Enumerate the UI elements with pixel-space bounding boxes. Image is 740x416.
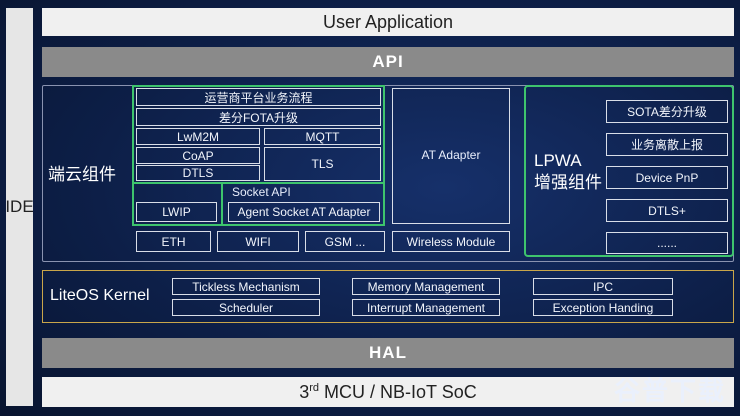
lpwa-label-line2: 增强组件: [534, 173, 602, 192]
socket-group: [221, 182, 385, 226]
lpwa-label: LPWA 增强组件: [534, 150, 602, 194]
gsm-cell: GSM ...: [305, 231, 385, 252]
hal-label: HAL: [369, 343, 407, 362]
lpwa-item-more-text: ......: [656, 236, 677, 250]
api-bar: API: [42, 47, 734, 77]
wifi-text: WIFI: [245, 234, 271, 249]
gsm-text: GSM ...: [324, 234, 366, 249]
lwm2m-text: LwM2M: [176, 129, 219, 144]
mqtt-text: MQTT: [305, 129, 340, 144]
wifi-cell: WIFI: [217, 231, 299, 252]
lwip-group: [132, 182, 223, 226]
at-adapter-box: [392, 88, 510, 224]
tickless-cell: Tickless Mechanism: [172, 278, 320, 295]
lpwa-item-sota-text: SOTA差分升级: [627, 105, 707, 119]
wireless-module-cell: Wireless Module: [392, 231, 510, 252]
lpwa-item-dtls-plus: DTLS+: [606, 199, 728, 222]
ipc-cell: IPC: [533, 278, 673, 295]
dtls-cell: DTLS: [136, 165, 260, 181]
kernel-label: LiteOS Kernel: [50, 287, 150, 304]
fota-cell: 差分FOTA升级: [136, 108, 381, 126]
interrupt-cell: Interrupt Management: [352, 299, 500, 316]
lpwa-item-more: ......: [606, 232, 728, 254]
interrupt-text: Interrupt Management: [366, 300, 486, 315]
lwip-text: LWIP: [162, 205, 191, 219]
api-label: API: [372, 52, 404, 71]
lwm2m-cell: LwM2M: [136, 128, 260, 145]
tickless-text: Tickless Mechanism: [192, 279, 300, 294]
lpwa-item-report: 业务离散上报: [606, 133, 728, 156]
socket-api-label: Socket API: [232, 185, 291, 199]
mqtt-cell: MQTT: [264, 128, 381, 145]
eth-text: ETH: [161, 234, 186, 249]
soc-label: 3rd MCU / NB-IoT SoC: [299, 382, 477, 403]
kernel-panel: [42, 270, 734, 323]
lpwa-item-report-text: 业务离散上报: [630, 138, 703, 152]
exception-cell: Exception Handing: [533, 299, 673, 316]
wireless-module-text: Wireless Module: [406, 234, 496, 249]
ops-flow-cell: 运营商平台业务流程: [136, 88, 381, 106]
scheduler-cell: Scheduler: [172, 299, 320, 316]
exception-text: Exception Handing: [552, 300, 654, 315]
lpwa-item-dtls-plus-text: DTLS+: [648, 203, 686, 218]
soc-prefix: 3: [299, 381, 310, 402]
coap-cell: CoAP: [136, 147, 260, 164]
scheduler-text: Scheduler: [218, 300, 274, 315]
lpwa-item-pnp-text: Device PnP: [635, 170, 699, 185]
soc-rest: MCU / NB-IoT SoC: [319, 381, 477, 402]
dtls-text: DTLS: [182, 166, 214, 180]
watermark: 谷普下载: [613, 377, 726, 407]
lpwa-group: [524, 85, 734, 257]
user-application-bar: User Application: [42, 8, 734, 36]
cloud-components-label: 端云组件: [48, 165, 116, 184]
memory-text: Memory Management: [367, 279, 485, 294]
coap-text: CoAP: [182, 148, 214, 163]
agent-socket-cell: Agent Socket AT Adapter: [228, 202, 380, 222]
soc-bar: 3rd MCU / NB-IoT SoC: [42, 377, 734, 407]
eth-cell: ETH: [136, 231, 211, 252]
tls-text: TLS: [311, 157, 334, 171]
ops-flow-text: 运营商平台业务流程: [204, 90, 313, 105]
tls-cell: TLS: [264, 147, 381, 181]
lpwa-item-pnp: Device PnP: [606, 166, 728, 189]
lpwa-item-sota: SOTA差分升级: [606, 100, 728, 123]
hal-bar: HAL: [42, 338, 734, 368]
memory-cell: Memory Management: [352, 278, 500, 295]
fota-text: 差分FOTA升级: [218, 110, 299, 125]
ipc-text: IPC: [592, 279, 613, 294]
ide-bar: IDE: [5, 8, 34, 406]
lpwa-label-line1: LPWA: [534, 151, 582, 170]
agent-socket-text: Agent Socket AT Adapter: [237, 205, 371, 219]
at-adapter-label: AT Adapter: [421, 148, 481, 162]
ide-label: IDE: [5, 197, 34, 216]
lwip-cell: LWIP: [136, 202, 217, 222]
soc-sup: rd: [309, 381, 320, 394]
user-application-label: User Application: [322, 11, 454, 32]
